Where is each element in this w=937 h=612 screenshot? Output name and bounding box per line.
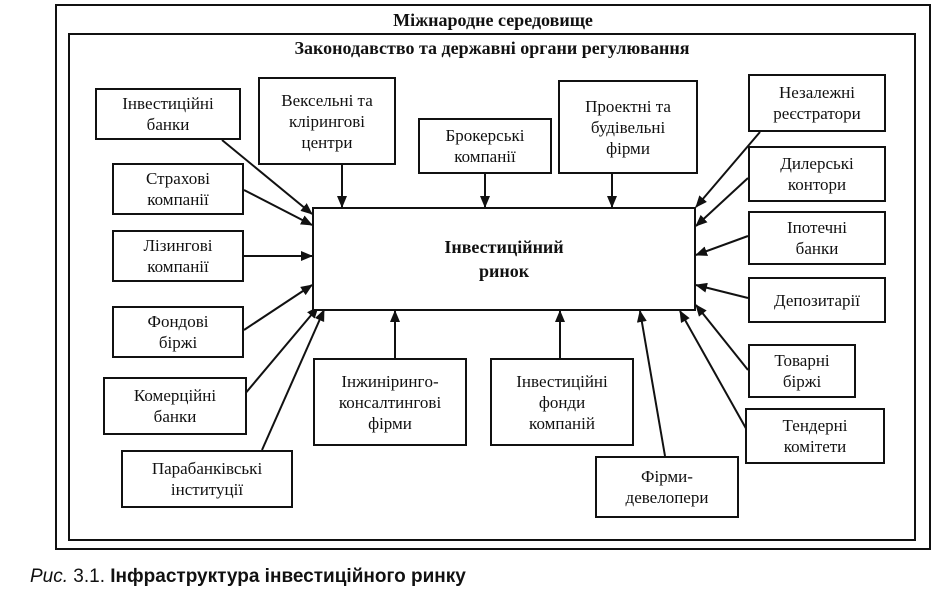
tender-committees-box: Тендерні комітети [745, 408, 885, 464]
brokerage-companies-box: Брокерські компанії [418, 118, 552, 174]
arrow-insurance [243, 189, 313, 226]
arrow-commercial-banks [243, 306, 319, 396]
design-construction-firms-box: Проектні та будівельні фірми [558, 80, 698, 174]
leasing-companies-box: Лізингові компанії [112, 230, 244, 282]
caption-number: 3.1. [68, 566, 111, 587]
regulation-label: Законодавство та державні органи регулюв… [294, 38, 690, 58]
arrow-investment-banks [221, 139, 313, 215]
arrow-commodity-exchanges [695, 304, 749, 371]
arrow-dealer-offices [695, 177, 749, 227]
arrow-depositories [695, 282, 749, 299]
commodity-exchanges-box: Товарні біржі [748, 344, 856, 398]
bill-clearing-centers-box: Вексельні та клірингові центри [258, 77, 396, 165]
engineering-consulting-firms-box: Інжинірингo- консалтингові фірми [313, 358, 467, 446]
depositories-box: Депозитарії [748, 277, 886, 323]
commercial-banks-box: Комерційні банки [103, 377, 247, 435]
parabanking-institutions-box: Парабанківські інституції [121, 450, 293, 508]
caption-prefix: Рис. [30, 566, 69, 587]
investment-banks-box: Інвестиційні банки [95, 88, 241, 140]
investment-market-box: Інвестиційний ринок [312, 207, 696, 311]
international-environment-label: Міжнародне середовище [393, 10, 593, 30]
dealer-offices-box: Дилерські контори [748, 146, 886, 202]
mortgage-banks-box: Іпотечні банки [748, 211, 886, 265]
international-environment-frame: Міжнародне середовище [55, 4, 931, 550]
arrow-mortgage-banks [695, 235, 749, 256]
stock-exchanges-box: Фондові біржі [112, 306, 244, 358]
arrow-tender-committees [679, 310, 749, 433]
arrow-parabanking [261, 309, 325, 451]
arrow-developers [636, 310, 666, 457]
insurance-companies-box: Страхові компанії [112, 163, 244, 215]
figure-caption: Рис. 3.1. Інфраструктура інвестиційного … [30, 566, 466, 588]
developer-firms-box: Фірми- девелопери [595, 456, 739, 518]
regulation-frame: Законодавство та державні органи регулюв… [68, 33, 916, 541]
arrow-stock-exchanges [243, 284, 313, 331]
arrow-registrars [695, 131, 761, 208]
caption-text: Інфраструктура інвестиційного ринку [110, 566, 466, 587]
investment-funds-box: Інвестиційні фонди компаній [490, 358, 634, 446]
independent-registrars-box: Незалежні реєстратори [748, 74, 886, 132]
